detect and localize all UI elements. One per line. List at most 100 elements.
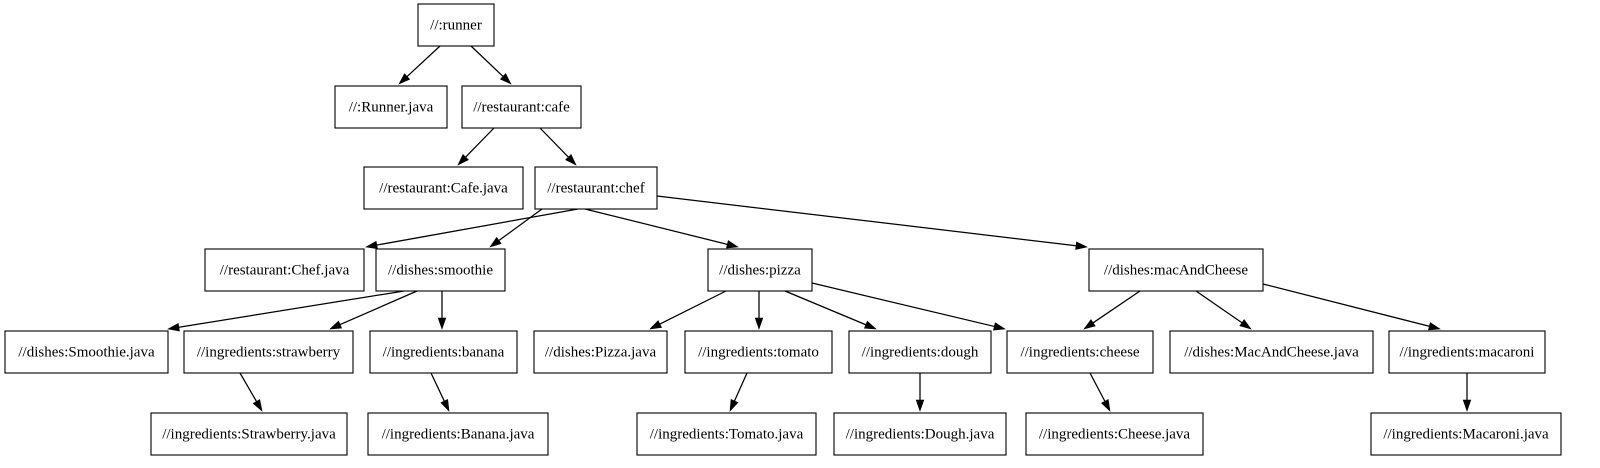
graph-edge [784,290,877,330]
edge-arrowhead-icon [863,320,877,330]
edge-arrowhead-icon [915,399,925,412]
edge-arrowhead-icon [489,236,502,248]
edge-line [811,282,995,328]
node-box [1006,330,1154,374]
graph-edge [365,208,579,250]
node-label: //ingredients:Dough.java [846,426,995,442]
graph-node-runner[interactable]: //:runner [417,3,495,47]
node-layer: //:runner //:Runner.java //restaurant:cafe… [4,3,1562,456]
node-label: //ingredients:dough [862,344,979,360]
graph-node-macaroni_java[interactable]: //ingredients:Macaroni.java [1370,412,1562,456]
node-box [1088,248,1264,292]
edge-line [584,208,728,245]
node-box [636,412,817,456]
node-box [684,330,833,374]
graph-edge [437,291,447,330]
node-box [369,330,518,374]
edge-line [1262,283,1430,327]
node-box [534,166,658,210]
node-label: //ingredients:Strawberry.java [162,426,336,442]
edge-line [659,290,727,325]
node-box [1388,330,1546,374]
graph-node-dough_java[interactable]: //ingredients:Dough.java [833,412,1007,456]
node-label: //ingredients:tomato [698,344,819,360]
node-box [150,412,348,456]
graph-node-tomato[interactable]: //ingredients:tomato [684,330,833,374]
graph-edge [1195,290,1252,330]
edge-arrowhead-icon [1428,322,1441,331]
node-box [848,330,992,374]
node-label: //restaurant:cafe [473,99,570,115]
edge-arrowhead-icon [365,240,378,250]
graph-edge [754,291,764,330]
graph-edge [729,372,748,412]
edge-line [656,195,1077,247]
graph-node-tomato_java[interactable]: //ingredients:Tomato.java [636,412,817,456]
graph-node-banana_java[interactable]: //ingredients:Banana.java [367,412,549,456]
graph-node-pizza[interactable]: //dishes:pizza [707,248,813,292]
graph-node-chef_java[interactable]: //restaurant:Chef.java [204,248,365,292]
edge-line [470,45,504,77]
node-label: //ingredients:Tomato.java [650,426,804,442]
node-box [375,248,506,292]
graph-node-cheese_java[interactable]: //ingredients:Cheese.java [1025,412,1204,456]
graph-edge [1083,290,1141,330]
node-box [833,412,1007,456]
graph-node-cheese[interactable]: //ingredients:cheese [1006,330,1154,374]
node-box [1169,330,1374,374]
graph-node-smoothie_java[interactable]: //dishes:Smoothie.java [4,330,169,374]
graph-edge [470,45,512,85]
node-label: //:Runner.java [349,99,434,115]
edge-arrowhead-icon [167,323,180,332]
node-box [204,248,365,292]
graph-node-macaroni[interactable]: //ingredients:macaroni [1388,330,1546,374]
graph-edge [489,208,543,248]
edge-line [539,127,569,158]
graph-node-mac_and_cheese_java[interactable]: //dishes:MacAndCheese.java [1169,330,1374,374]
node-label: //ingredients:Banana.java [382,426,535,442]
edge-line [784,290,867,326]
graph-edge [811,282,1006,331]
node-label: //dishes:Smoothie.java [18,344,155,360]
graph-edge [329,290,418,330]
node-box [334,85,448,129]
edge-arrowhead-icon [565,153,577,166]
node-box [1370,412,1562,456]
edge-arrowhead-icon [437,317,447,330]
edge-line [733,372,748,402]
graph-node-strawberry_java[interactable]: //ingredients:Strawberry.java [150,412,348,456]
node-box [367,412,549,456]
edge-line [376,208,579,246]
node-box [417,3,495,47]
graph-node-pizza_java[interactable]: //dishes:Pizza.java [533,330,668,374]
node-label: //dishes:Pizza.java [545,344,657,360]
graph-node-runner_java[interactable]: //:Runner.java [334,85,448,129]
graph-node-strawberry[interactable]: //ingredients:strawberry [183,330,354,374]
graph-edge [1089,372,1111,412]
node-label: //:runner [430,17,482,33]
edge-arrowhead-icon [329,320,343,330]
node-label: //dishes:macAndCheese [1104,262,1248,278]
edge-line [1195,290,1243,324]
graph-node-cafe[interactable]: //restaurant:cafe [461,85,582,129]
node-label: //dishes:MacAndCheese.java [1184,344,1359,360]
graph-edge [398,45,441,85]
node-label: //ingredients:cheese [1020,344,1139,360]
graph-edge [656,195,1088,250]
graph-node-smoothie[interactable]: //dishes:smoothie [375,248,506,292]
edge-arrowhead-icon [440,398,450,412]
graph-node-dough[interactable]: //ingredients:dough [848,330,992,374]
graph-node-mac_and_cheese[interactable]: //dishes:macAndCheese [1088,248,1264,292]
node-box [183,330,354,374]
edge-line [430,372,445,402]
graph-node-banana[interactable]: //ingredients:banana [369,330,518,374]
edge-arrowhead-icon [499,73,512,85]
edge-arrowhead-icon [1101,399,1111,412]
edge-arrowhead-icon [1075,241,1088,250]
graph-node-chef[interactable]: //restaurant:chef [534,166,658,210]
edge-line [465,127,495,158]
node-label: //dishes:pizza [719,262,801,278]
graph-node-cafe_java[interactable]: //restaurant:Cafe.java [363,166,524,210]
